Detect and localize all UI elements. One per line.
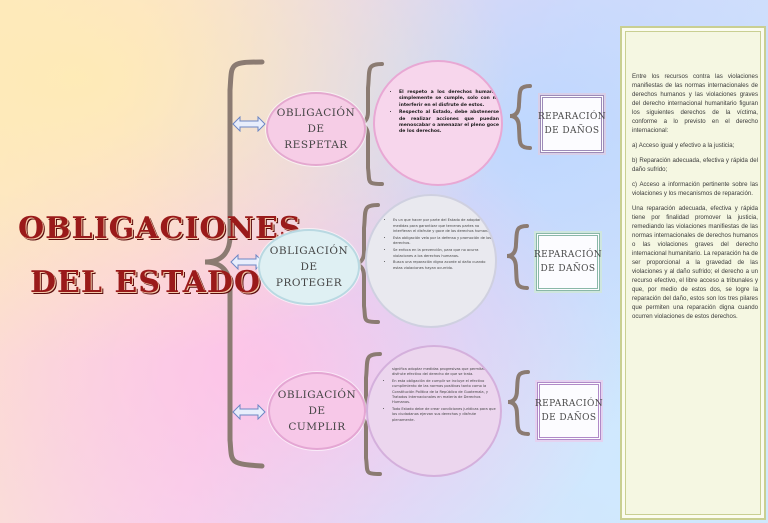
respetar-detail-item: Respecto al Estado, debe abstenerse de r… bbox=[399, 110, 499, 136]
cumplir-detail-item: significa adoptar medidas progresivas qu… bbox=[392, 367, 498, 378]
main-title-line-2: DEL ESTADO bbox=[30, 265, 262, 300]
panel-paragraph: Una reparación adecuada, efectiva y rápi… bbox=[632, 205, 758, 320]
cumplir-detail-item: En esta obligación de cumplir se incluye… bbox=[392, 379, 498, 406]
proteger-details: Es un que hacer por parte del Estado de … bbox=[365, 194, 497, 328]
info-panel: Entre los recursos contra las violacione… bbox=[620, 26, 766, 520]
cumplir-details: significa adoptar medidas progresivas qu… bbox=[366, 345, 502, 477]
panel-paragraph: Entre los recursos contra las violacione… bbox=[632, 73, 758, 134]
reparacion-box: REPARACIÓN DE DAÑOS bbox=[534, 382, 604, 440]
panel-paragraph: b) Reparación adecuada, efectiva y rápid… bbox=[632, 157, 758, 173]
respetar-node: OBLIGACIÓN DE RESPETAR bbox=[266, 92, 366, 166]
proteger-node: OBLIGACIÓN DE PROTEGER bbox=[258, 229, 360, 305]
proteger-detail-item: Se enfoca en la prevención, para que no … bbox=[393, 248, 493, 259]
cumplir-title-line-2: CUMPLIR bbox=[288, 421, 346, 433]
reparacion-box: REPARACIÓN DE DAÑOS bbox=[537, 95, 607, 153]
double-arrow-icon bbox=[232, 116, 266, 132]
cumplir-title-line-1: OBLIGACIÓN DE bbox=[277, 389, 357, 417]
proteger-detail-item: Es un que hacer por parte del Estado de … bbox=[393, 218, 493, 235]
proteger-title-line-2: PROTEGER bbox=[275, 277, 343, 289]
reparacion-line-2: DE DAÑOS bbox=[541, 413, 597, 423]
respetar-title-line-1: OBLIGACIÓN DE bbox=[276, 107, 356, 135]
panel-paragraph: c) Acceso a información pertinente sobre… bbox=[632, 181, 758, 197]
reparacion-line-1: REPARACIÓN bbox=[537, 112, 607, 122]
double-arrow-icon bbox=[232, 404, 266, 420]
proteger-detail-item: Busca una reparación digna acorde al dañ… bbox=[393, 260, 493, 271]
cumplir-node: OBLIGACIÓN DE CUMPLIR bbox=[268, 372, 366, 450]
main-title-line-1: OBLIGACIONES bbox=[18, 211, 302, 246]
reparacion-line-1: REPARACIÓN bbox=[534, 399, 604, 409]
respetar-detail-item: El respeto a los derechos humanos simple… bbox=[399, 90, 499, 109]
respetar-title-line-2: RESPETAR bbox=[284, 139, 348, 151]
proteger-detail-item: Esta obligación vela por la defensa y pr… bbox=[393, 236, 493, 247]
cumplir-detail-item: Todo Estado debe de crear condiciones ju… bbox=[392, 407, 498, 423]
info-panel-text: Entre los recursos contra las violacione… bbox=[632, 72, 758, 327]
respetar-details: El respeto a los derechos humanos simple… bbox=[373, 60, 503, 186]
proteger-title-line-1: OBLIGACIÓN DE bbox=[269, 245, 349, 273]
reparacion-line-1: REPARACIÓN bbox=[533, 250, 603, 260]
reparacion-box: REPARACIÓN DE DAÑOS bbox=[533, 233, 603, 291]
reparacion-line-2: DE DAÑOS bbox=[544, 126, 600, 136]
reparacion-line-2: DE DAÑOS bbox=[540, 264, 596, 274]
panel-paragraph: a) Acceso igual y efectivo a la justicia… bbox=[632, 142, 735, 149]
